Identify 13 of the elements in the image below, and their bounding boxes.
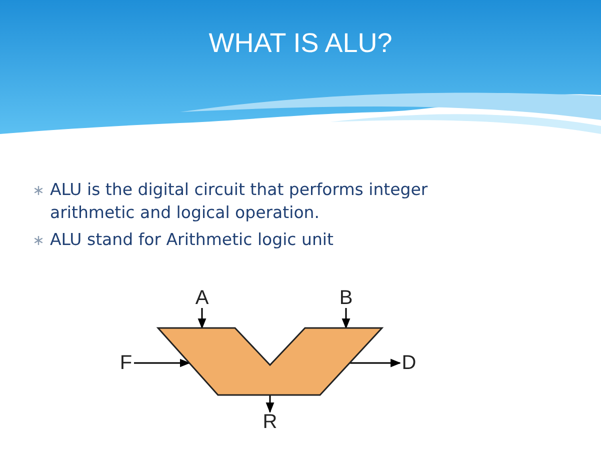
signal-label: R	[262, 412, 278, 432]
signal-label: A	[194, 288, 210, 308]
arrow	[342, 308, 350, 330]
arrow	[198, 308, 206, 330]
arrow	[134, 358, 190, 368]
signal-label: F	[118, 353, 134, 373]
bullet-text: ALU is the digital circuit that performs integer arithmetic and logical operation.	[50, 179, 429, 224]
bullet-text: ALU stand for Arithmetic logic unit	[50, 229, 334, 251]
signal-label: B	[338, 288, 354, 308]
slide-title: WHAT IS ALU?	[208, 28, 394, 59]
arrow	[350, 358, 402, 368]
arrow	[266, 395, 274, 414]
signal-label: D	[400, 353, 418, 373]
